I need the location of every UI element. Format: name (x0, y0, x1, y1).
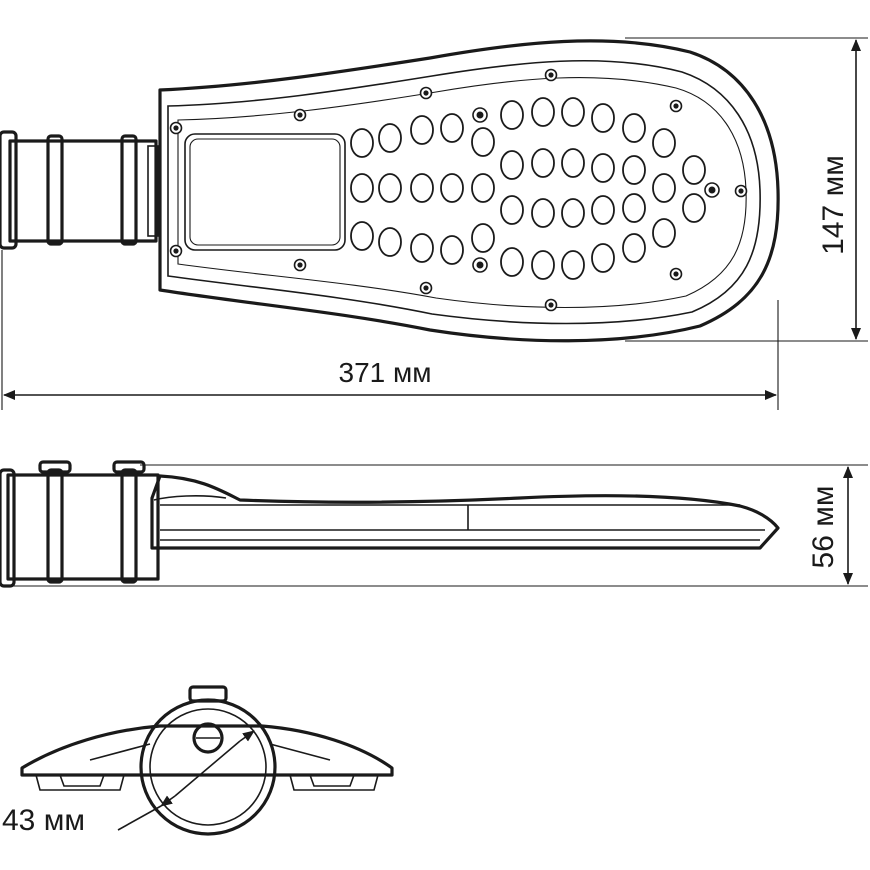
led-lens (471, 127, 495, 157)
screw (169, 121, 183, 135)
screw (669, 99, 683, 113)
side-view (0, 460, 780, 588)
led-lens (652, 128, 676, 158)
led-lens (682, 193, 706, 223)
led-lens (500, 195, 524, 225)
led-lens (500, 150, 524, 180)
led-lens (591, 243, 615, 273)
housing-inner-rim-top (167, 59, 761, 325)
led-lens (350, 221, 374, 251)
led-lens (561, 97, 585, 127)
led-lens (591, 153, 615, 183)
led-lens (500, 247, 524, 277)
led-lens-grid (350, 97, 706, 280)
led-lens (471, 173, 495, 203)
dimension-height: 56 мм (10, 464, 868, 587)
screw (419, 281, 433, 295)
led-lens (622, 193, 646, 223)
mount-ring (139, 698, 277, 836)
screw (419, 86, 433, 100)
top-view (0, 39, 780, 343)
housing-outline-side (150, 474, 780, 550)
led-lens (500, 100, 524, 130)
led-lens (622, 155, 646, 185)
led-lens (410, 115, 434, 145)
screw (669, 267, 683, 281)
screw (293, 258, 307, 272)
led-lens (682, 155, 706, 185)
screw (169, 244, 183, 258)
housing-outline-top (158, 39, 780, 343)
led-lens (531, 250, 555, 280)
led-lens (410, 173, 434, 203)
led-lens (531, 198, 555, 228)
led-lens (440, 173, 464, 203)
led-lens (591, 103, 615, 133)
led-lens (440, 235, 464, 265)
led-lens (622, 233, 646, 263)
led-lens (531, 97, 555, 127)
led-lens (378, 123, 402, 153)
led-lens (531, 148, 555, 178)
screw (472, 107, 488, 123)
led-lens (350, 128, 374, 158)
height-label: 56 мм (807, 486, 840, 569)
led-lens (350, 173, 374, 203)
dimension-width: 147 мм (625, 37, 868, 342)
led-lens (652, 218, 676, 248)
screw (472, 257, 488, 273)
driver-compartment (184, 133, 346, 251)
led-lens (561, 198, 585, 228)
mount-tube-top (0, 130, 159, 250)
width-label: 147 мм (817, 155, 850, 255)
led-lens (561, 250, 585, 280)
led-lens (561, 148, 585, 178)
diameter-label: 43 мм (2, 804, 85, 837)
dimension-length: 371 мм (1, 250, 779, 410)
led-lens (378, 227, 402, 257)
front-view (20, 685, 394, 836)
led-lens (378, 173, 402, 203)
screw (734, 184, 748, 198)
length-label: 371 мм (339, 357, 432, 388)
screw (704, 182, 720, 198)
led-lens (622, 113, 646, 143)
led-lens (440, 113, 464, 143)
led-lens (652, 173, 676, 203)
dimension-diameter: 43 мм (2, 730, 255, 837)
screw (293, 108, 307, 122)
screw (544, 68, 558, 82)
housing-screws (169, 68, 748, 312)
led-lens (471, 223, 495, 253)
led-lens (410, 233, 434, 263)
led-lens (591, 195, 615, 225)
screw (544, 298, 558, 312)
